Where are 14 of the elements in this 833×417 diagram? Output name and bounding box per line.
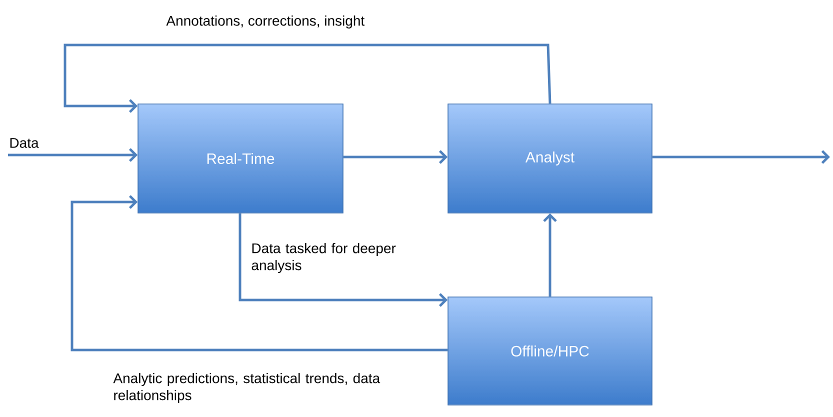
edge-label: Data tasked for deeper analysis bbox=[252, 242, 396, 274]
arrow bbox=[652, 150, 830, 164]
arrow bbox=[8, 148, 138, 162]
process-box: Offline/HPC bbox=[448, 296, 652, 406]
edge-label: Data bbox=[10, 138, 39, 148]
process-box: Analyst bbox=[448, 104, 652, 214]
edge-label: Analytic predictions, statistical trends, data relationships bbox=[113, 372, 380, 403]
process-box: Real-Time bbox=[138, 104, 344, 214]
arrow bbox=[64, 44, 552, 113]
arrow bbox=[343, 150, 448, 164]
arrow bbox=[70, 195, 448, 352]
edge-label: Annotations, corrections, insight bbox=[166, 15, 365, 29]
arrow bbox=[543, 213, 557, 297]
arrow bbox=[238, 213, 448, 307]
